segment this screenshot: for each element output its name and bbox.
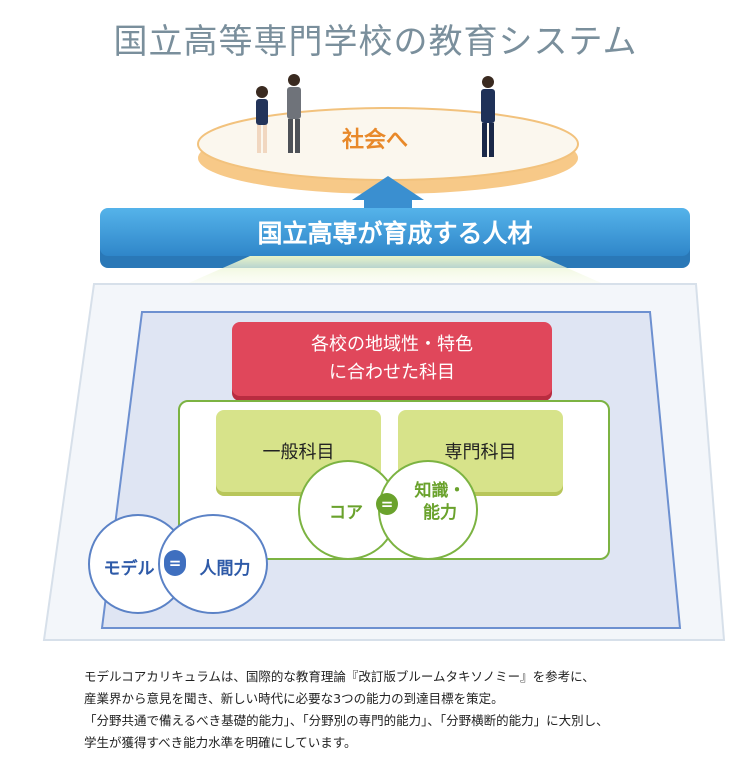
regional-line-1: 各校の地域性・特色 bbox=[311, 334, 473, 355]
description-line-3: 「分野共通で備えるべき基礎的能力」、「分野別の専門的能力」、「分野横断的能力」に… bbox=[84, 713, 609, 728]
knowledge-line-2: 能力 bbox=[423, 503, 457, 523]
page-title: 国立高等専門学校の教育システム bbox=[113, 22, 638, 62]
knowledge-line-1: 知識・ bbox=[414, 481, 466, 501]
arrow-up-icon bbox=[352, 176, 424, 212]
description-line-1: モデルコアカリキュラムは、国際的な教育理論『改訂版ブルームタキソノミー』を参考に… bbox=[84, 669, 595, 684]
model-equals-icon: = bbox=[164, 550, 186, 576]
society-label: 社会へ bbox=[341, 128, 408, 153]
regional-subjects-box: 各校の地域性・特色 に合わせた科目 bbox=[232, 322, 552, 396]
regional-line-2: に合わせた科目 bbox=[329, 362, 455, 383]
description-line-4: 学生が獲得すべき能力水準を明確にしています。 bbox=[84, 735, 357, 750]
talent-label: 国立高専が育成する人材 bbox=[257, 219, 533, 248]
knowledge-label: 知識・ 能力 bbox=[410, 480, 470, 524]
description-text: モデルコアカリキュラムは、国際的な教育理論『改訂版ブルームタキソノミー』を参考に… bbox=[84, 666, 724, 754]
person-man-gray bbox=[287, 74, 301, 153]
core-equals-icon: = bbox=[376, 493, 398, 515]
person-man-navy bbox=[481, 76, 495, 157]
human-power-label: 人間力 bbox=[199, 559, 251, 579]
talent-band bbox=[100, 208, 690, 268]
description-line-2: 産業界から意見を聞き、新しい時代に必要な3つの能力の到達目標を策定。 bbox=[84, 691, 504, 706]
model-label: モデル bbox=[103, 559, 155, 579]
core-label: コア bbox=[329, 503, 363, 523]
person-woman bbox=[256, 86, 268, 153]
